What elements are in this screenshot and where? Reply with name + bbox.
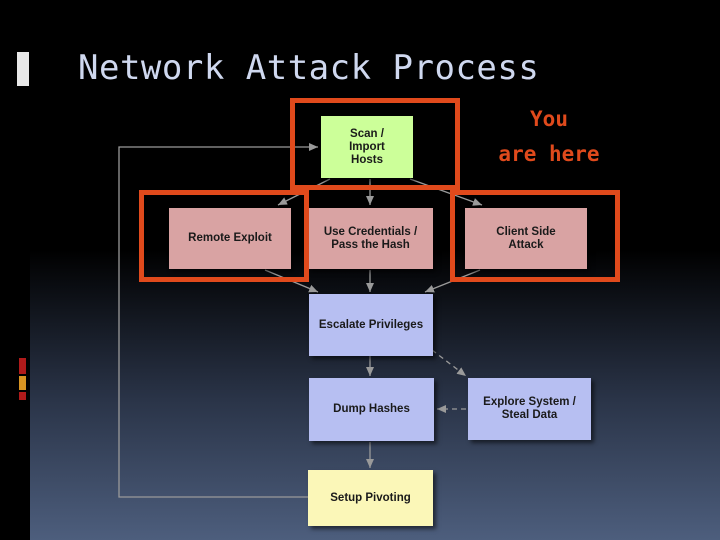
node-dump-hashes: Dump Hashes (309, 378, 434, 441)
highlight-remote-exploit (139, 190, 309, 282)
annotation-line-2: are here (498, 142, 600, 166)
node-setup-pivoting: Setup Pivoting (308, 470, 433, 526)
accent-bar-top (17, 52, 29, 86)
slide-left-strip (0, 0, 30, 540)
node-escalate-privileges: Escalate Privileges (309, 294, 433, 356)
edge-scan-to-client-side (409, 178, 483, 206)
slide-title: Network Attack Process (78, 48, 540, 88)
node-scan-import-hosts: Scan / Import Hosts (321, 116, 413, 178)
node-explore-system: Explore System / Steal Data (468, 378, 591, 440)
node-remote-exploit-label: Remote Exploit (188, 232, 272, 244)
slide-background (30, 0, 720, 540)
annotation-line-1: You (530, 107, 568, 131)
edge-escalate-to-explore (431, 349, 467, 377)
accent-bar-mid (19, 358, 26, 374)
node-scan-label: Scan / Import Hosts (349, 127, 385, 166)
node-escalate-label: Escalate Privileges (318, 318, 424, 331)
edge-pivot-loop-to-scan (118, 143, 318, 498)
accent-bar-mid3 (19, 392, 26, 400)
you-are-here-annotation: You are here (490, 102, 608, 172)
accent-bar-mid2 (19, 376, 26, 390)
node-explore-label: Explore System / Steal Data (483, 396, 576, 421)
node-client-side-attack: Client Side Attack (465, 208, 587, 269)
node-pivot-label: Setup Pivoting (330, 491, 411, 504)
highlight-scan (290, 98, 460, 190)
node-use-credentials-label: Use Credentials / Pass the Hash (323, 225, 418, 251)
node-use-credentials: Use Credentials / Pass the Hash (308, 208, 433, 269)
node-dump-hashes-label: Dump Hashes (333, 403, 410, 415)
node-remote-exploit: Remote Exploit (169, 208, 291, 269)
node-client-side-label: Client Side Attack (496, 225, 556, 251)
highlight-client-side (450, 190, 620, 282)
